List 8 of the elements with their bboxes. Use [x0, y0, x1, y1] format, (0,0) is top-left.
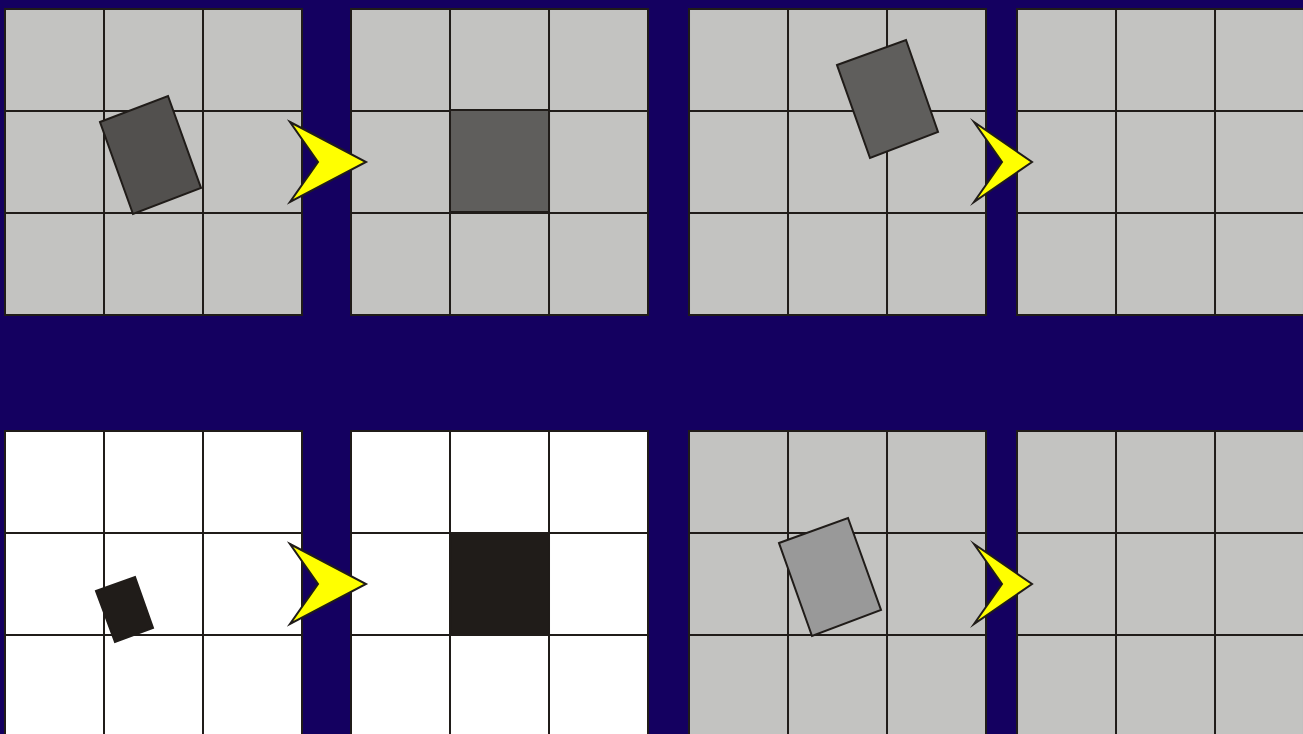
grid-panel	[1016, 8, 1303, 316]
grid-panel	[688, 8, 987, 316]
grid-panel	[4, 430, 303, 734]
grid-panel	[688, 430, 987, 734]
grid-panel	[4, 8, 303, 316]
square-tile	[449, 532, 550, 636]
grid-panel	[1016, 430, 1303, 734]
square-tile	[449, 109, 550, 213]
